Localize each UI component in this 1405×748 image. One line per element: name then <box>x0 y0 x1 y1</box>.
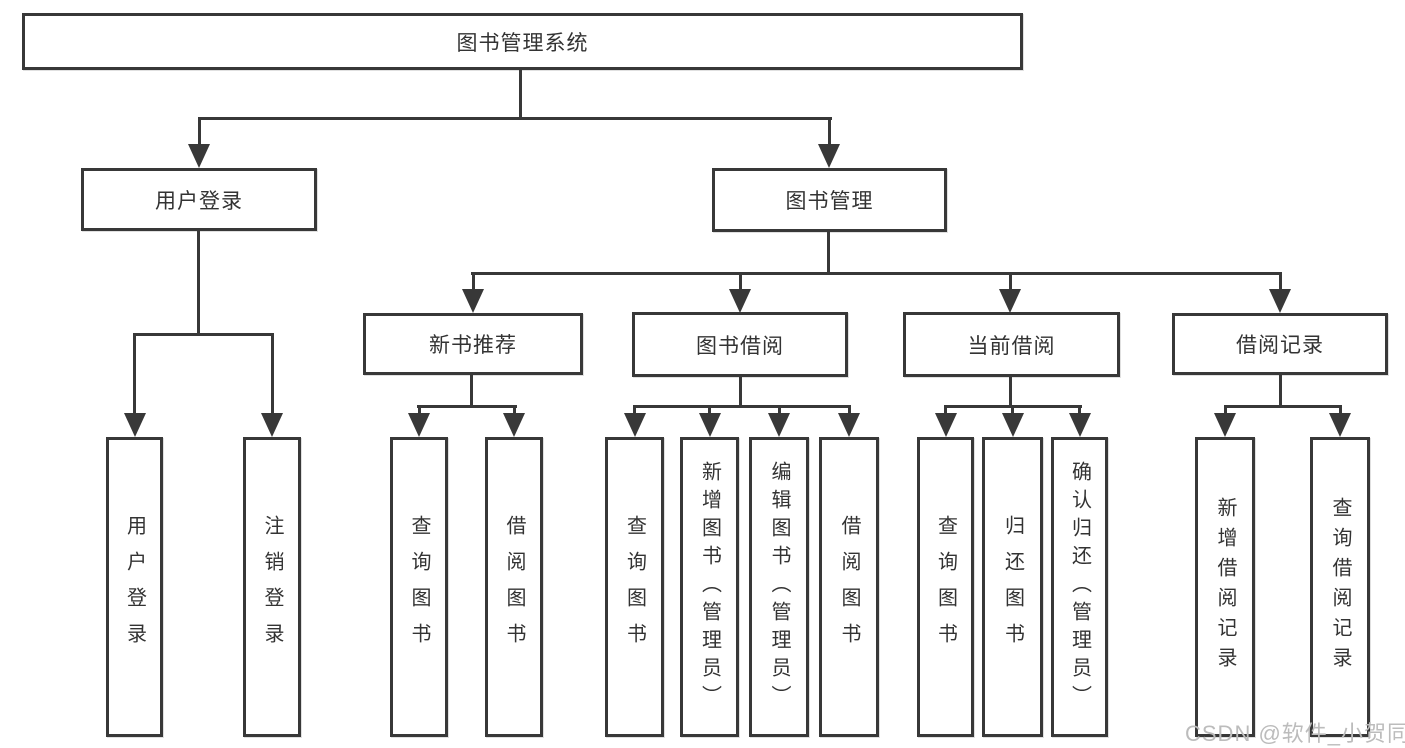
node-new-book-recommend: 新书推荐 <box>363 313 583 375</box>
leaf-current-query-books: 查询图书 <box>917 437 974 737</box>
arrow-down-icon <box>1329 413 1351 437</box>
arrow-down-icon <box>124 413 146 437</box>
connector-line <box>418 405 421 415</box>
connector-line <box>198 117 832 120</box>
arrow-down-icon <box>1002 413 1024 437</box>
connector-line <box>1224 405 1227 415</box>
connector-line <box>271 335 274 415</box>
csdn-watermark: CSDN @软件_小贺同学 <box>1185 721 1405 746</box>
leaf-label: 注销登录 <box>261 515 283 659</box>
connector-line <box>519 69 522 119</box>
leaf-borrow-query-books: 查询图书 <box>605 437 664 737</box>
connector-line <box>417 405 517 408</box>
leaf-newbook-query-books: 查询图书 <box>390 437 448 737</box>
connector-line <box>1339 405 1342 415</box>
arrow-down-icon <box>1069 413 1091 437</box>
connector-line <box>470 375 473 407</box>
node-label: 图书管理系统 <box>456 31 589 55</box>
leaf-edit-books-admin: 编辑图书（管理员） <box>749 437 809 737</box>
connector-line <box>472 274 475 292</box>
node-borrow-records: 借阅记录 <box>1172 313 1388 375</box>
connector-line <box>1009 274 1012 292</box>
connector-line <box>1078 405 1081 415</box>
node-current-borrow: 当前借阅 <box>903 312 1120 377</box>
node-label: 借阅记录 <box>1236 334 1324 357</box>
leaf-user-login: 用户登录 <box>106 437 163 737</box>
connector-line <box>848 405 851 415</box>
connector-line <box>1279 274 1282 292</box>
connector-line <box>708 405 711 415</box>
connector-line <box>739 274 742 292</box>
leaf-newbook-borrow-books: 借阅图书 <box>485 437 543 737</box>
connector-line <box>828 119 831 147</box>
arrow-down-icon <box>729 289 751 313</box>
connector-line <box>198 119 201 147</box>
node-label: 用户登录 <box>155 189 243 213</box>
connector-line <box>1279 375 1282 408</box>
connector-line <box>633 405 850 408</box>
leaf-add-books-admin: 新增图书（管理员） <box>680 437 739 737</box>
leaf-label: 借阅图书 <box>838 515 860 659</box>
arrow-down-icon <box>503 413 525 437</box>
connector-line <box>471 272 1282 275</box>
node-library-management-system: 图书管理系统 <box>22 13 1023 70</box>
node-label: 图书管理 <box>785 190 874 213</box>
arrow-down-icon <box>768 413 790 437</box>
arrow-down-icon <box>624 413 646 437</box>
leaf-label: 确认归还（管理员） <box>1068 461 1091 713</box>
node-book-borrow: 图书借阅 <box>632 312 848 377</box>
node-label: 图书借阅 <box>696 334 784 358</box>
connector-line <box>1009 377 1012 408</box>
leaf-label: 借阅图书 <box>503 515 525 659</box>
connector-line <box>633 405 636 415</box>
leaf-label: 归还图书 <box>1001 515 1024 659</box>
leaf-add-borrow-record: 新增借阅记录 <box>1195 437 1255 737</box>
connector-line <box>778 405 781 415</box>
arrow-down-icon <box>999 289 1021 313</box>
connector-line <box>513 405 516 415</box>
leaf-label: 编辑图书（管理员） <box>768 461 790 713</box>
node-user-login: 用户登录 <box>81 168 317 231</box>
leaf-label: 查询图书 <box>623 515 646 659</box>
node-book-management: 图书管理 <box>712 168 947 232</box>
arrow-down-icon <box>462 289 484 313</box>
connector-line <box>1011 405 1014 415</box>
arrow-down-icon <box>188 144 210 168</box>
arrow-down-icon <box>838 413 860 437</box>
arrow-down-icon <box>1214 413 1236 437</box>
leaf-label: 查询图书 <box>934 515 957 659</box>
connector-line <box>1224 405 1342 408</box>
arrow-down-icon <box>1269 289 1291 313</box>
leaf-query-borrow-record: 查询借阅记录 <box>1310 437 1370 737</box>
arrow-down-icon <box>408 413 430 437</box>
leaf-label: 查询借阅记录 <box>1329 497 1351 677</box>
arrow-down-icon <box>818 144 840 168</box>
leaf-label: 新增图书（管理员） <box>698 461 721 713</box>
connector-line <box>739 377 742 408</box>
leaf-label: 用户登录 <box>123 515 146 659</box>
arrow-down-icon <box>699 413 721 437</box>
leaf-borrow-borrow-books: 借阅图书 <box>819 437 879 737</box>
connector-line <box>944 405 947 415</box>
leaf-confirm-return-admin: 确认归还（管理员） <box>1051 437 1108 737</box>
leaf-logout: 注销登录 <box>243 437 301 737</box>
node-label: 新书推荐 <box>429 334 517 357</box>
connector-line <box>133 335 136 415</box>
leaf-label: 查询图书 <box>408 515 430 659</box>
leaf-label: 新增借阅记录 <box>1214 497 1236 677</box>
arrow-down-icon <box>261 413 283 437</box>
connector-line <box>197 231 200 335</box>
node-label: 当前借阅 <box>967 334 1056 358</box>
leaf-return-books: 归还图书 <box>982 437 1043 737</box>
arrow-down-icon <box>935 413 957 437</box>
connector-line <box>827 232 830 274</box>
connector-line <box>133 333 274 336</box>
